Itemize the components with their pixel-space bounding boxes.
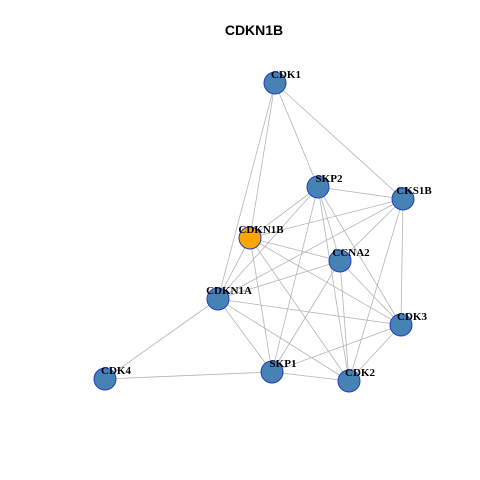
node-label-cdk2: CDK2 [345,367,375,379]
node-label-skp1: SKP1 [270,358,297,370]
edge-skp2-cdkn1b [249,186,319,239]
edge-cks1b-cdkn1a [217,198,404,300]
edge-cdk1-cks1b [274,82,404,200]
node-label-cdk3: CDK3 [397,311,427,323]
node-label-cdk4: CDK4 [101,365,131,377]
edge-cks1b-cdk3 [400,198,404,326]
edge-cdk1-cdkn1b [249,82,276,239]
edge-cdk1-skp2 [274,82,319,188]
edge-ccna2-skp1 [271,260,341,373]
edge-ccna2-cdk2 [339,260,350,382]
node-layer [93,71,415,393]
diagram-title: CDKN1B [225,22,283,38]
edge-skp2-cdk2 [317,186,350,382]
edge-skp1-cdk2 [271,371,350,382]
edge-cdkn1b-cdk3 [249,237,402,326]
edge-cks1b-cdk2 [348,198,404,382]
edge-cdkn1a-cdk3 [217,298,402,326]
node-cdkn1a[interactable] [206,287,230,311]
node-label-ccna2: CCNA2 [332,247,370,259]
edge-ccna2-cdk3 [339,260,402,326]
edge-ccna2-cdkn1a [217,260,341,300]
edge-skp2-ccna2 [317,186,341,262]
node-label-cks1b: CKS1B [396,185,432,197]
node-cdk3[interactable] [389,313,413,337]
node-label-cdkn1a: CDKN1A [206,285,252,297]
edge-cks1b-cdkn1b [249,198,404,239]
edge-skp2-cdk3 [317,186,402,326]
node-label-skp2: SKP2 [316,173,343,185]
edge-cdkn1b-ccna2 [249,237,341,262]
node-label-cdk1: CDK1 [271,69,301,81]
edge-cdkn1b-cdk2 [249,237,350,382]
node-cdk1[interactable] [263,71,287,95]
node-skp1[interactable] [260,360,284,384]
node-ccna2[interactable] [328,249,352,273]
edge-cdk1-cdkn1a [217,82,276,300]
node-cdk2[interactable] [337,369,361,393]
edge-cdkn1a-skp1 [217,298,273,373]
edge-layer [104,82,404,382]
edge-skp2-cks1b [317,186,404,200]
node-cks1b[interactable] [391,187,415,211]
edge-cdk2-cdk3 [348,324,402,382]
node-skp2[interactable] [306,175,330,199]
edge-cdk4-skp1 [104,371,273,380]
edge-cdkn1a-cdk2 [217,298,350,382]
edge-skp2-skp1 [271,186,319,373]
node-label-cdkn1b: CDKN1B [238,224,284,236]
edge-skp1-cdk3 [271,324,402,373]
node-cdkn1b[interactable] [238,226,262,250]
node-cdk4[interactable] [93,367,117,391]
edge-cks1b-ccna2 [339,198,404,262]
edge-cdkn1a-cdk4 [104,298,219,380]
